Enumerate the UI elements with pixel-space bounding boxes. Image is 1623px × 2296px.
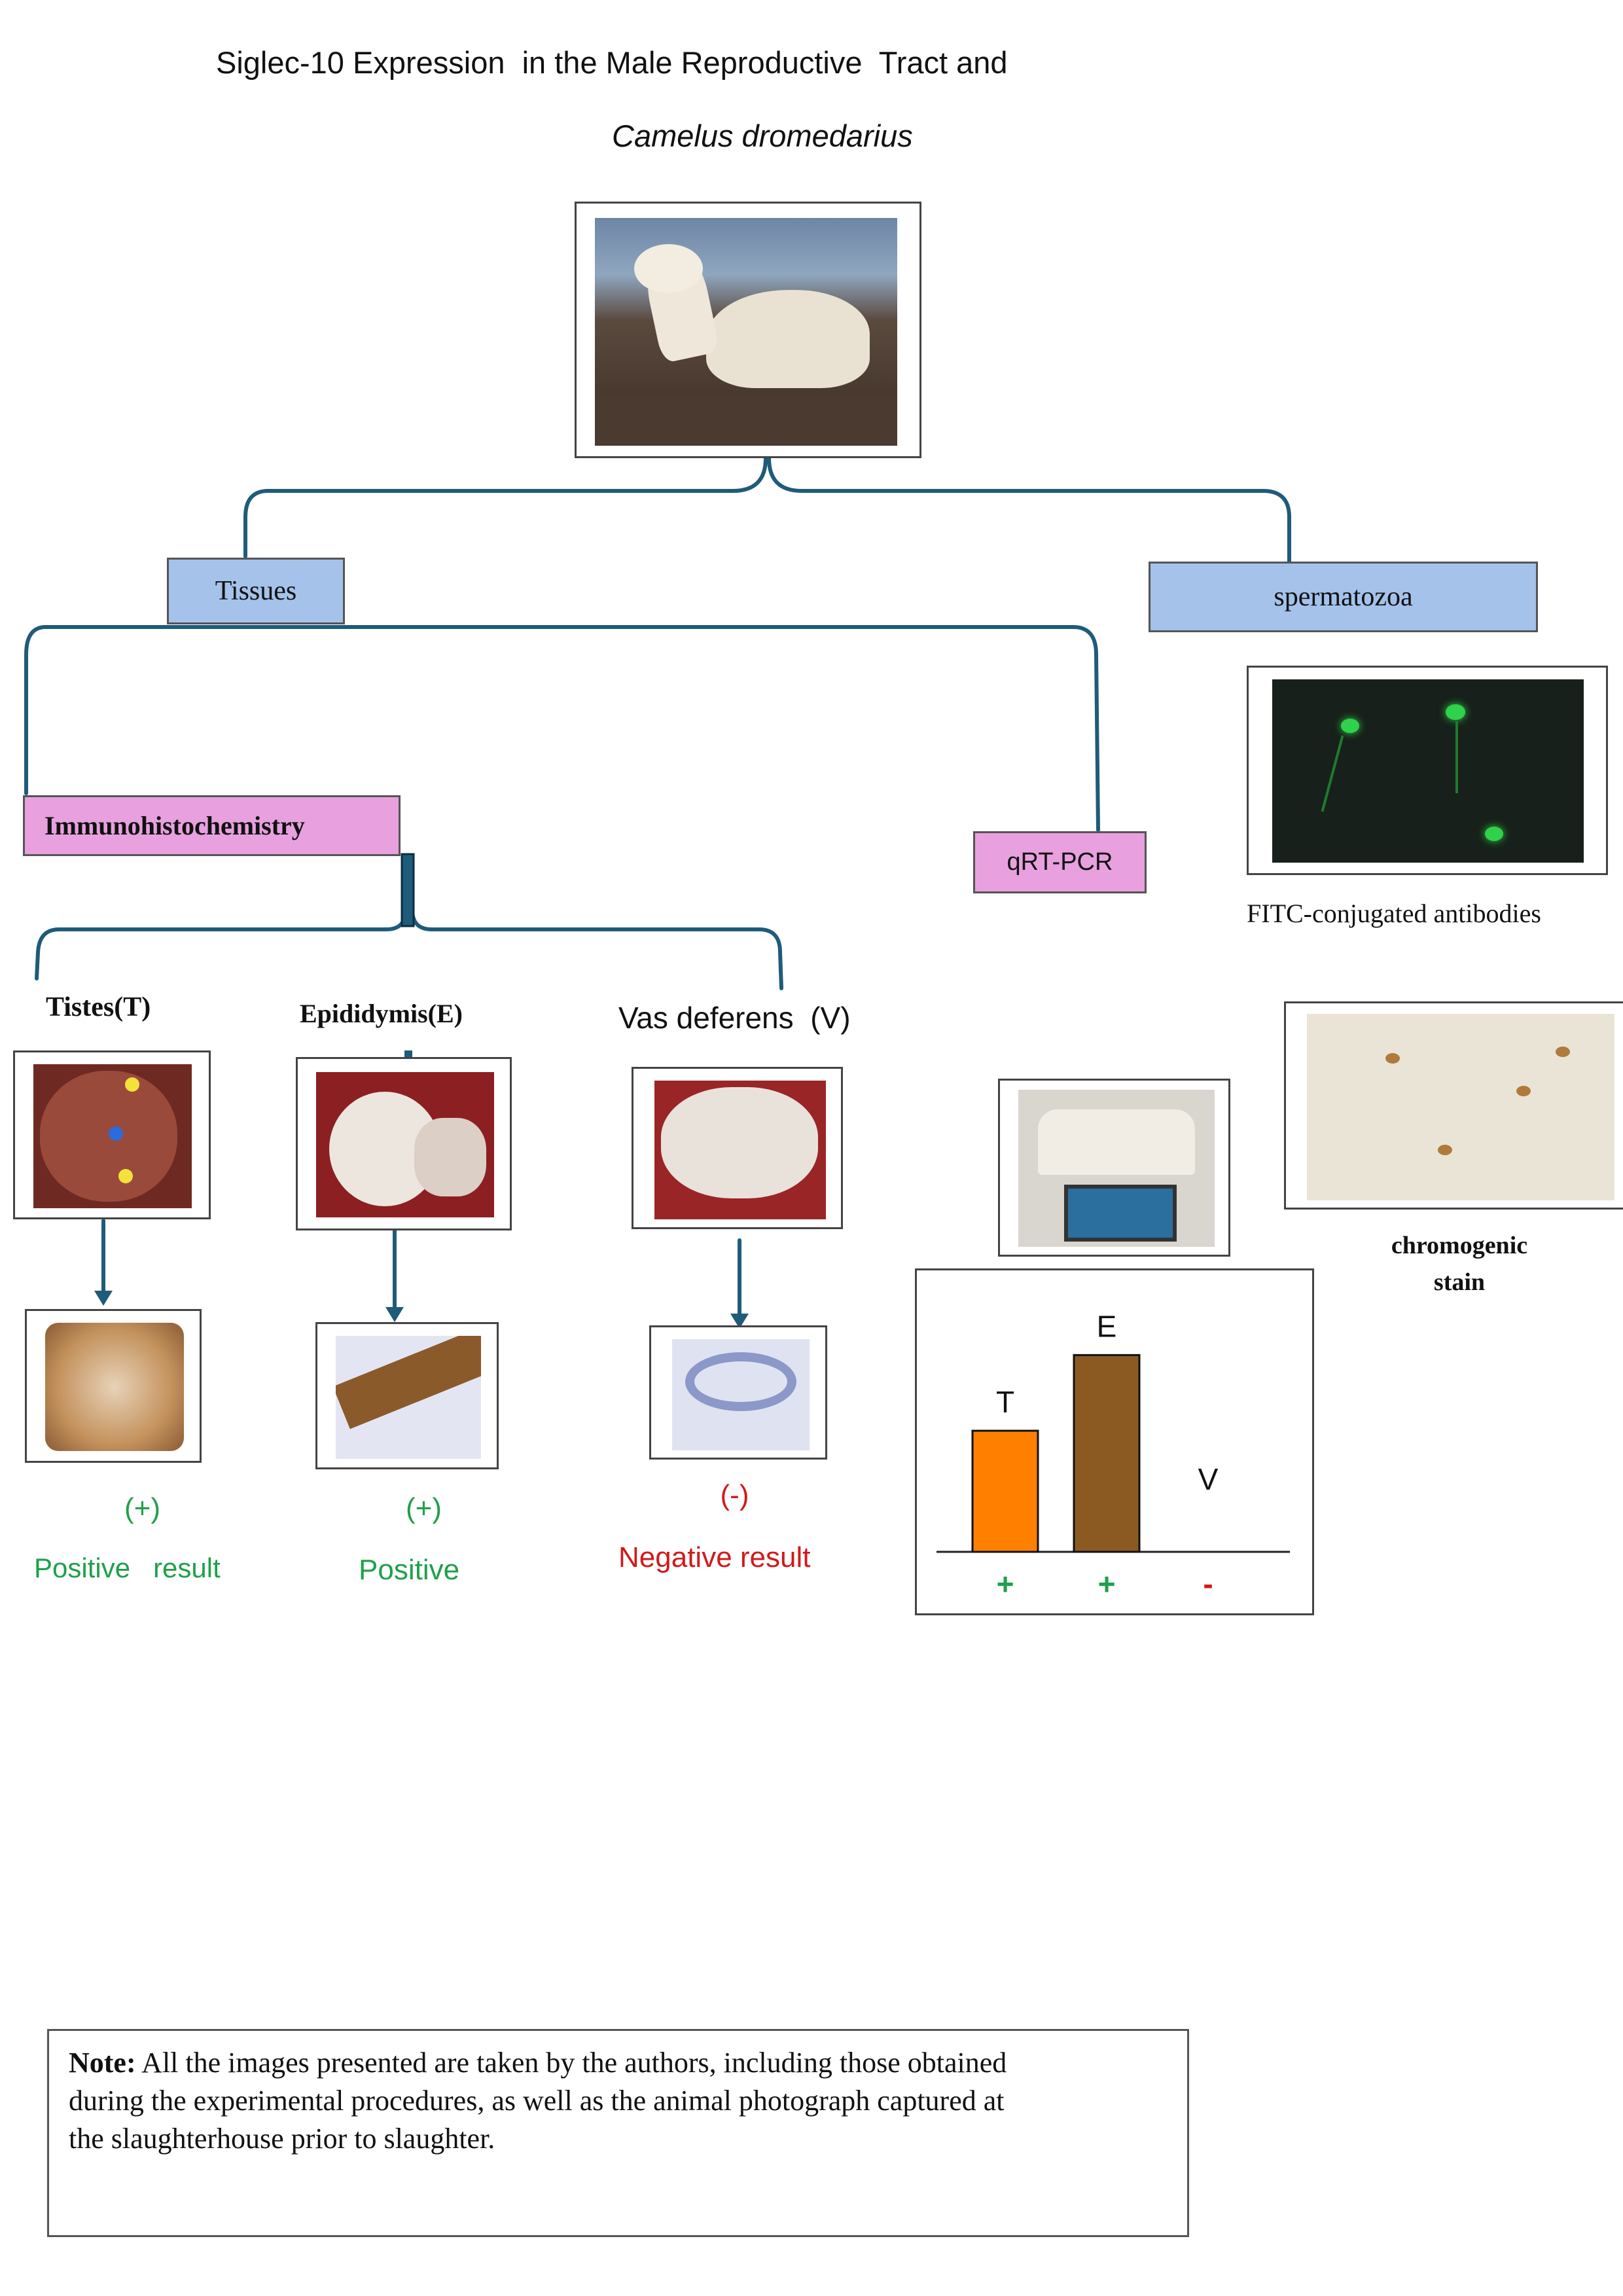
note-box: Note: All the images presented are taken… (47, 2029, 1189, 2237)
camel-photo (595, 218, 897, 446)
vas-photo-frame (632, 1067, 843, 1229)
stained-sperm-4 (1556, 1047, 1570, 1057)
qpcr-bar-chart: T + E + V - (936, 1309, 1290, 1601)
vas-tissue-shape (661, 1087, 818, 1198)
fitc-image-frame (1247, 666, 1608, 875)
epididymis-histology-frame (315, 1322, 499, 1469)
qrtpcr-node: qRT-PCR (973, 831, 1147, 893)
sperm-tail-1 (1321, 735, 1344, 812)
bar-label-e: E (1097, 1309, 1117, 1343)
tissues-label: Tissues (215, 576, 297, 606)
spermatozoa-node: spermatozoa (1149, 562, 1538, 632)
testes-sign: (+) (124, 1492, 160, 1524)
chromogenic-caption: chromogenic stain (1361, 1227, 1558, 1300)
epididymis-result: Positive (359, 1554, 460, 1586)
vas-histology (672, 1339, 810, 1450)
stained-sperm-3 (1438, 1145, 1452, 1155)
fitc-image (1272, 679, 1584, 863)
vas-result: Negative result (618, 1541, 811, 1573)
vas-label: Vas deferens (V) (618, 1001, 851, 1035)
vas-sign: (-) (720, 1479, 749, 1511)
testes-label: Tistes(T) (46, 992, 151, 1022)
machine-screen (1064, 1185, 1177, 1242)
camel-body-shape (706, 290, 870, 388)
epididymis-photo-frame (296, 1057, 512, 1230)
marker-blue (109, 1126, 123, 1141)
ihc-node: Immunohistochemistry (23, 795, 401, 856)
qpcr-chart-frame: T + E + V - (915, 1268, 1314, 1615)
sperm-head-1 (1341, 719, 1359, 733)
tissues-node: Tissues (167, 558, 345, 624)
chromogenic-caption-line2: stain (1433, 1268, 1486, 1296)
chromogenic-image-frame (1284, 1001, 1623, 1210)
pcr-machine-frame (998, 1079, 1230, 1257)
camel-photo-frame (575, 202, 921, 458)
epididymis-sign: (+) (406, 1492, 442, 1524)
qrtpcr-label: qRT-PCR (1007, 848, 1113, 876)
bar-sign-e: + (1098, 1567, 1116, 1601)
testes-histology-frame (25, 1309, 202, 1463)
page-subtitle: Camelus dromedarius (612, 118, 913, 153)
chromogenic-caption-line1: chromogenic (1391, 1232, 1528, 1259)
epididymis-tail-shape (414, 1118, 486, 1196)
sperm-tail-2 (1455, 721, 1458, 793)
machine-lid (1038, 1109, 1195, 1175)
page-title: Siglec-10 Expression in the Male Reprodu… (216, 45, 1008, 80)
note-label: Note: (69, 2047, 136, 2079)
vas-epithelium-shape (685, 1352, 796, 1411)
bar-label-t: T (996, 1385, 1014, 1419)
marker-yellow-1 (125, 1077, 139, 1092)
fitc-caption: FITC-conjugated antibodies (1247, 899, 1541, 928)
epididymis-photo (316, 1072, 494, 1217)
bar-sign-t: + (997, 1567, 1014, 1601)
testes-histology (45, 1323, 184, 1451)
note-line-2: during the experimental procedures, as w… (69, 2085, 1005, 2117)
marker-yellow-2 (118, 1169, 133, 1183)
sperm-head-2 (1446, 704, 1465, 720)
sperm-head-3 (1485, 827, 1503, 841)
chromogenic-image (1307, 1014, 1614, 1200)
ihc-label: Immunohistochemistry (45, 811, 305, 840)
testes-photo (33, 1064, 192, 1208)
bar-label-v: V (1198, 1462, 1219, 1496)
note-text-1: All the images presented are taken by th… (135, 2047, 1007, 2079)
ground-shape (595, 395, 897, 446)
camel-head-shape (634, 244, 703, 293)
stained-sperm-2 (1516, 1086, 1531, 1096)
stained-sperm-1 (1385, 1053, 1400, 1064)
bar-t (971, 1429, 1039, 1553)
bar-sign-v: - (1203, 1567, 1213, 1601)
testes-result: Positive result (34, 1552, 221, 1583)
vas-photo (654, 1081, 826, 1219)
note-line-3: the slaughterhouse prior to slaughter. (69, 2123, 495, 2155)
spermatozoa-label: spermatozoa (1274, 582, 1413, 612)
epithelium-band (336, 1336, 481, 1429)
pcr-machine-photo (1018, 1090, 1215, 1247)
note-line-1: Note: All the images presented are taken… (69, 2044, 1168, 2082)
epididymis-label: Epididymis(E) (300, 999, 463, 1028)
bar-e (1073, 1354, 1141, 1553)
epididymis-histology (336, 1336, 481, 1459)
vas-histology-frame (649, 1325, 827, 1460)
testes-photo-frame (13, 1050, 211, 1219)
